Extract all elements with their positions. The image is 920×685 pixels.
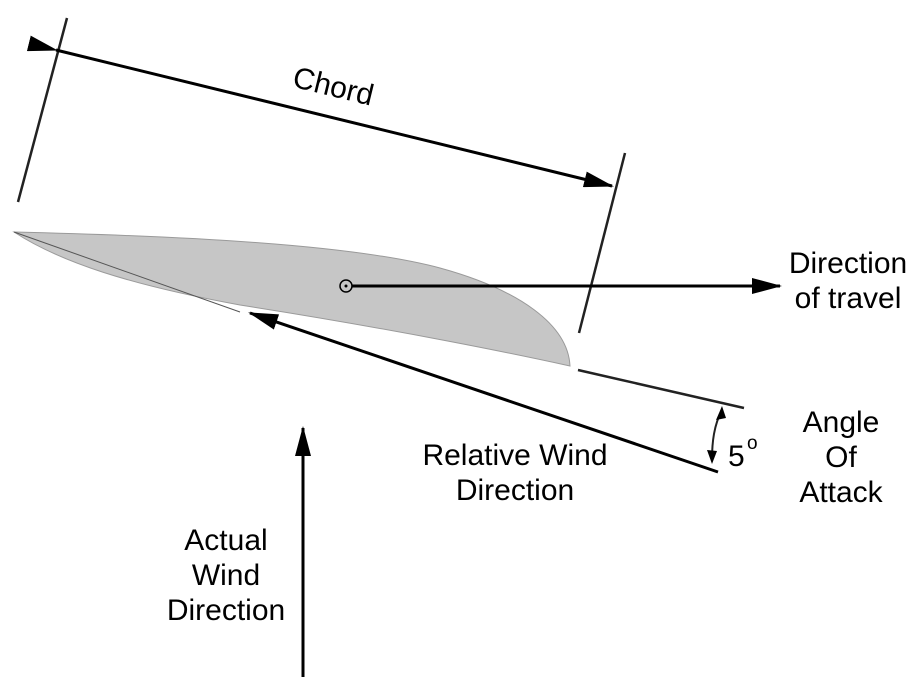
chord-arrow: [26, 35, 614, 188]
chord-extension-line-right: [577, 152, 627, 334]
center-point-dot: [344, 284, 348, 288]
actual-wind-label-line3: Direction: [167, 594, 285, 627]
angle-unit-label: o: [747, 433, 758, 454]
angle-of-attack-label-line3: Attack: [799, 476, 883, 509]
airfoil-shape: [12, 231, 571, 367]
angle-of-attack-label-line1: Angle: [803, 406, 880, 439]
angle-value-label: 5: [728, 440, 745, 473]
relative-wind-label-line2: Direction: [456, 474, 574, 507]
direction-of-travel-label-line2: of travel: [795, 282, 902, 315]
relative-wind-label-line1: Relative Wind: [422, 439, 607, 472]
airfoil-lower-edge: [13, 231, 241, 313]
chord-line-extension: [577, 368, 745, 410]
chord-label: Chord: [290, 61, 377, 112]
angle-arc-arrowhead-top: [716, 406, 726, 420]
actual-wind-label-line2: Wind: [192, 559, 260, 592]
chord-extension-line-left: [16, 17, 69, 203]
angle-arc-arrowhead-bottom: [707, 450, 717, 464]
actual-wind-label-line1: Actual: [184, 524, 267, 557]
angle-of-attack-label-line2: Of: [825, 441, 857, 474]
direction-of-travel-label-line1: Direction: [789, 247, 907, 280]
relative-wind-arrow: [248, 311, 719, 474]
